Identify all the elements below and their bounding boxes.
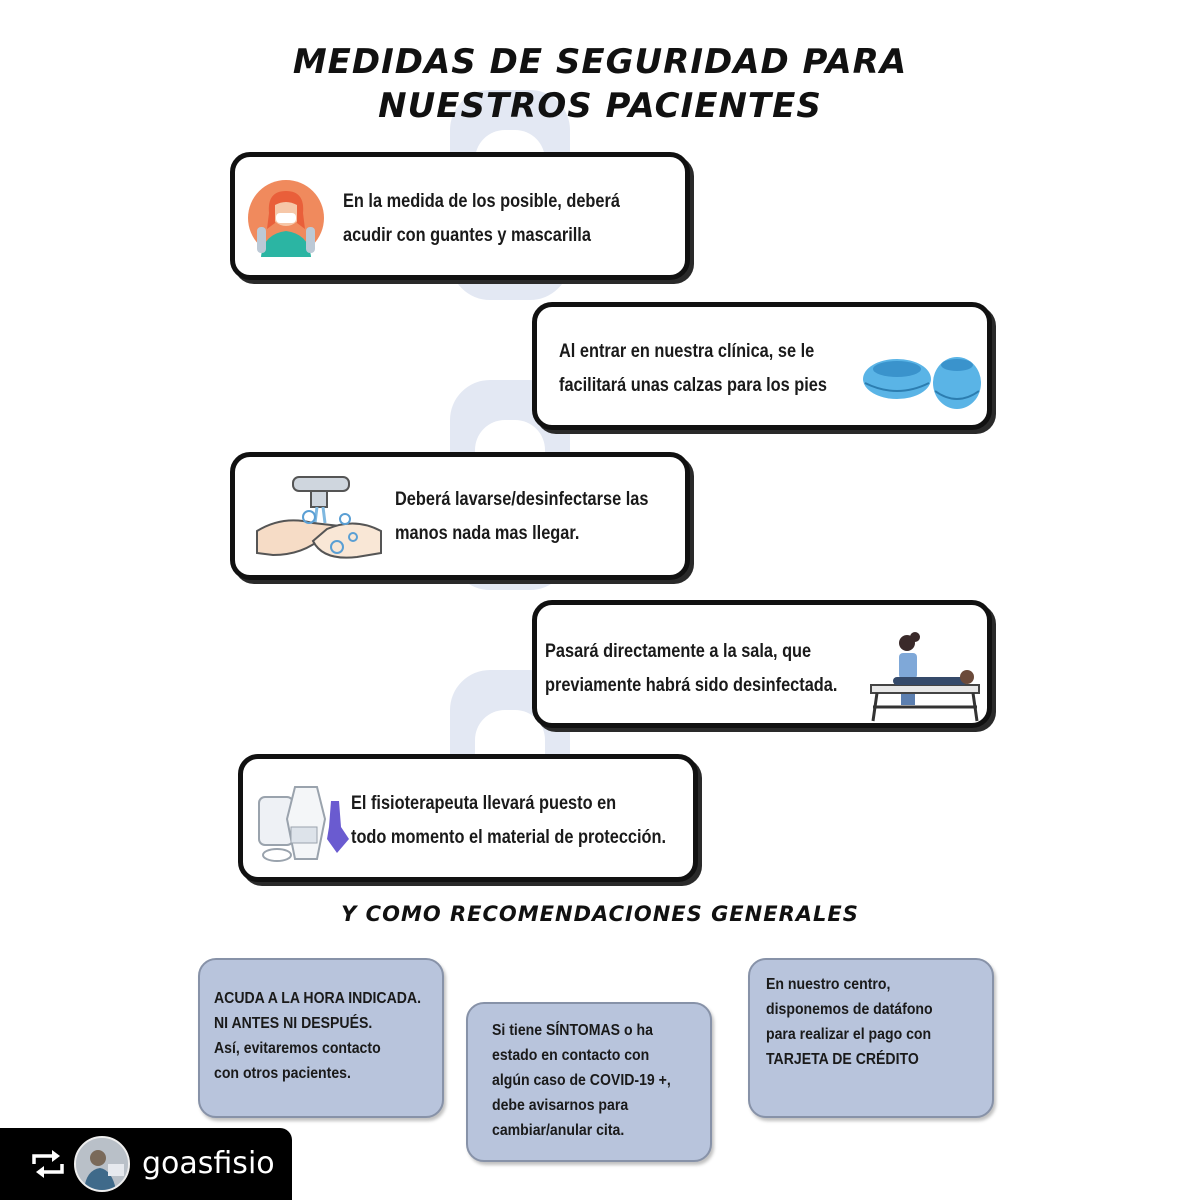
rec-1-line-1: ACUDA A LA HORA INDICADA. [214, 990, 422, 1007]
rec-2-line-2: estado en contacto con [492, 1047, 650, 1064]
physio-table-icon [870, 632, 980, 722]
repost-bar[interactable]: goasfisio [0, 1128, 292, 1200]
card-4-line-1: Pasará directamente a la sala, que [545, 641, 812, 662]
page-title: MEDIDAS DE SEGURIDAD PARA NUESTROS PACIE… [0, 40, 1200, 128]
card-1-line-1: En la medida de los posible, deberá [343, 191, 620, 212]
card-protective-gear: El fisioterapeuta llevará puesto en todo… [238, 754, 698, 882]
card-3-line-1: Deberá lavarse/desinfectarse las [395, 489, 649, 510]
card-2-line-2: facilitará unas calzas para los pies [559, 375, 827, 396]
rec-2-line-5: cambiar/anular cita. [492, 1122, 625, 1139]
rec-2-line-3: algún caso de COVID-19 +, [492, 1072, 671, 1089]
masked-person-icon [248, 180, 324, 257]
rec-2-line-1: Si tiene SÍNTOMAS o ha [492, 1022, 653, 1039]
rec-3-line-3: para realizar el pago con [766, 1026, 932, 1043]
card-masks-gloves: En la medida de los posible, deberá acud… [230, 152, 690, 280]
shoe-covers-icon [863, 357, 981, 409]
recommendation-arrive-on-time: ACUDA A LA HORA INDICADA. NI ANTES NI DE… [198, 958, 444, 1118]
title-line-2: NUESTROS PACIENTES [378, 86, 822, 126]
card-1-line-2: acudir con guantes y mascarilla [343, 225, 591, 246]
card-2-line-1: Al entrar en nuestra clínica, se le [559, 341, 815, 362]
card-shoe-covers: Al entrar en nuestra clínica, se le faci… [532, 302, 992, 430]
avatar-person-icon [76, 1138, 128, 1190]
card-5-line-2: todo momento el material de protección. [351, 827, 667, 848]
rec-1-line-2: NI ANTES NI DESPUÉS. [214, 1015, 373, 1032]
rec-1-line-4: con otros pacientes. [214, 1065, 351, 1082]
repost-icon [32, 1150, 64, 1178]
repost-username[interactable]: goasfisio [142, 1146, 275, 1181]
card-hand-washing: Deberá lavarse/desinfectarse las manos n… [230, 452, 690, 580]
card-5-line-1: El fisioterapeuta llevará puesto en [351, 793, 617, 814]
card-4-line-2: previamente habrá sido desinfectada. [545, 675, 838, 696]
avatar[interactable] [74, 1136, 130, 1192]
hand-washing-icon [256, 476, 382, 559]
recommendation-card-payment: En nuestro centro, disponemos de datáfon… [748, 958, 994, 1118]
rec-3-line-1: En nuestro centro, [766, 976, 891, 993]
section-subtitle: Y COMO RECOMENDACIONES GENERALES [341, 902, 859, 926]
rec-3-line-2: disponemos de datáfono [766, 1001, 933, 1018]
rec-2-line-4: debe avisarnos para [492, 1097, 629, 1114]
card-disinfected-room: Pasará directamente a la sala, que previ… [532, 600, 992, 728]
protective-gear-icon [258, 786, 349, 862]
recommendation-symptoms: Si tiene SÍNTOMAS o ha estado en contact… [466, 1002, 712, 1162]
rec-3-line-4: TARJETA DE CRÉDITO [766, 1051, 919, 1068]
title-line-1: MEDIDAS DE SEGURIDAD PARA [292, 42, 908, 82]
card-3-line-2: manos nada mas llegar. [395, 523, 580, 544]
rec-1-line-3: Así, evitaremos contacto [214, 1040, 381, 1057]
